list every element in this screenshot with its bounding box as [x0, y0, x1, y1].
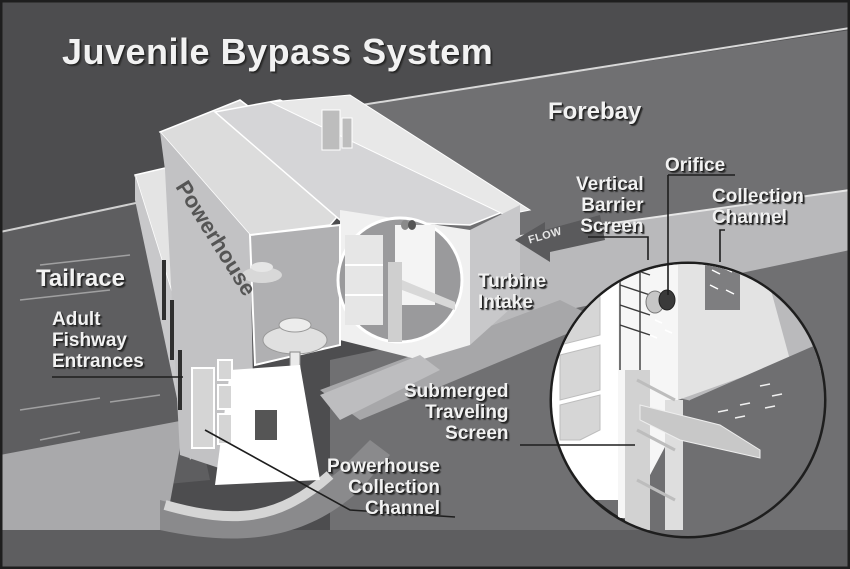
submerged-traveling-screen	[625, 370, 650, 530]
detail-magnifier	[549, 261, 827, 539]
leader-collection-channel	[719, 229, 725, 262]
diagram-title: Juvenile Bypass System	[62, 31, 494, 72]
label-forebay: Forebay	[548, 98, 642, 125]
label-vertical-barrier-screen: Vertical Barrier Screen	[576, 174, 644, 237]
leader-powerhouse-collection-channel	[204, 429, 456, 518]
magnifier-bays	[345, 235, 383, 325]
flow-arrow	[515, 215, 605, 262]
generator-upper	[242, 267, 282, 283]
label-adult-fishway-entrances: Adult Fishway Entrances	[52, 309, 144, 372]
gantry-crane	[321, 109, 341, 151]
mini-traveling-screen	[388, 262, 402, 342]
bypass-chute	[320, 355, 440, 420]
draft-tube	[255, 410, 277, 440]
label-turbine-intake: Turbine Intake	[478, 271, 547, 313]
fishway-openings	[162, 260, 182, 410]
forebay-shoreline	[329, 27, 850, 111]
label-collection-channel: Collection Channel	[712, 186, 804, 228]
fishway-windows	[191, 359, 233, 449]
label-submerged-traveling-screen: Submerged Traveling Screen	[404, 381, 509, 444]
label-powerhouse-collection-channel: Powerhouse Collection Channel	[327, 456, 440, 519]
orifice-right	[658, 289, 676, 311]
callout-lines	[52, 174, 735, 518]
forebay-shelf	[420, 190, 850, 340]
label-tailrace: Tailrace	[36, 265, 125, 292]
tailrace-bank	[0, 420, 185, 530]
tailrace-ripples	[19, 254, 161, 441]
leader-vertical-barrier-screen	[588, 236, 649, 260]
screen-deflector	[639, 404, 761, 459]
label-orifice: Orifice	[665, 155, 726, 176]
forebay-fish	[717, 383, 783, 419]
